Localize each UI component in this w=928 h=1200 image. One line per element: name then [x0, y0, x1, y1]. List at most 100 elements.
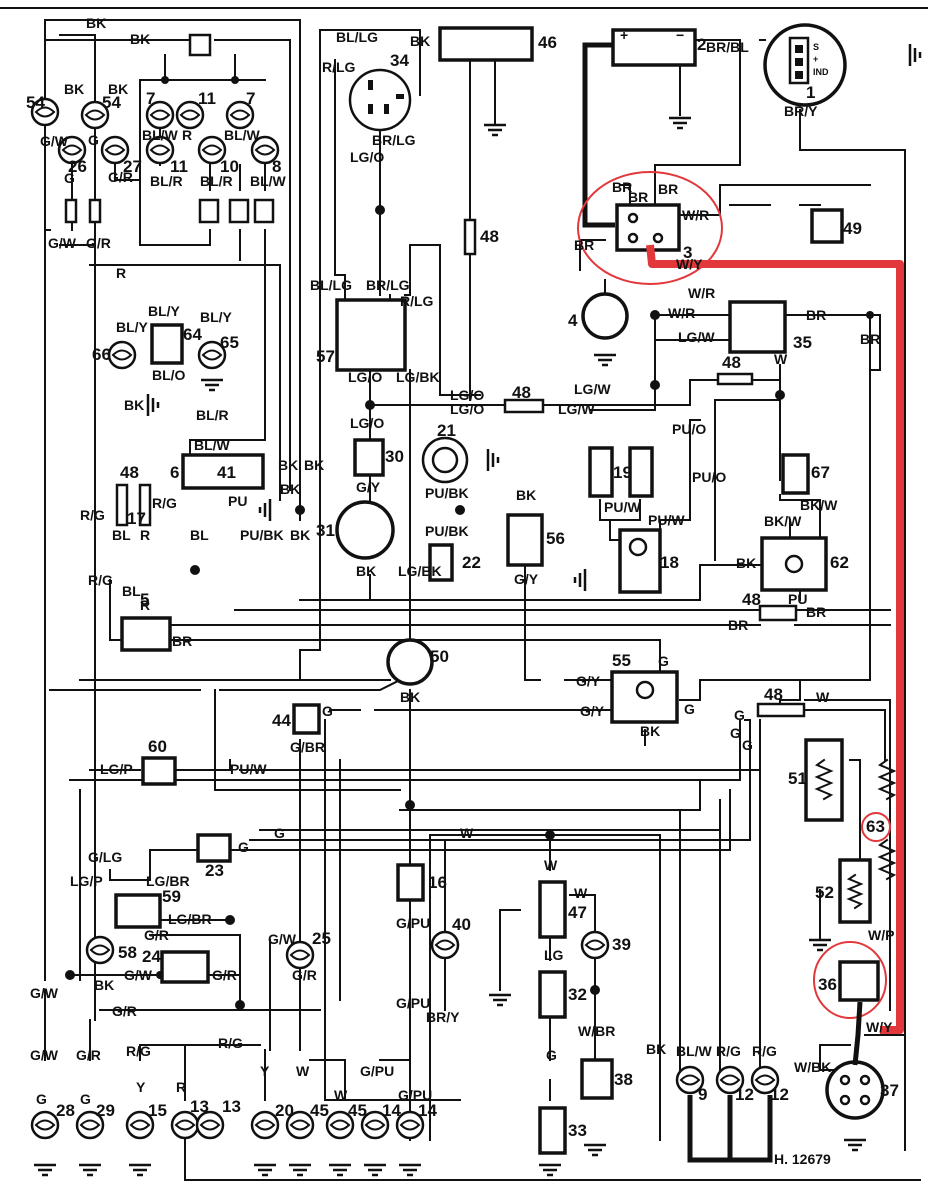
num-17: 17 — [127, 509, 146, 528]
component-67 — [781, 453, 810, 495]
highlight-circle-63 — [861, 812, 891, 842]
num-11a: 11 — [198, 89, 216, 108]
svg-text:BR: BR — [628, 189, 648, 205]
svg-text:BL/LG: BL/LG — [336, 29, 378, 45]
num-41: 41 — [217, 463, 236, 482]
component-56 — [506, 513, 544, 567]
svg-text:LG/O: LG/O — [348, 369, 382, 385]
num-45b: 45 — [348, 1101, 367, 1120]
num-29: 29 — [96, 1101, 115, 1120]
num-48e: 48 — [742, 590, 761, 609]
num-63: 63 — [866, 817, 885, 836]
svg-text:G: G — [658, 653, 669, 669]
svg-text:BL/Y: BL/Y — [116, 319, 149, 335]
svg-text:G/PU: G/PU — [396, 995, 430, 1011]
svg-text:BK: BK — [640, 723, 660, 739]
num-60: 60 — [148, 737, 167, 756]
lamp-20 — [250, 1110, 280, 1140]
component-60 — [141, 756, 177, 786]
lamp-7-left — [145, 100, 175, 130]
svg-text:R/G: R/G — [80, 507, 105, 523]
svg-text:R: R — [140, 597, 150, 613]
svg-text:BK: BK — [94, 977, 114, 993]
svg-text:BL/Y: BL/Y — [148, 303, 181, 319]
svg-text:W/R: W/R — [688, 285, 715, 301]
svg-text:BR: BR — [728, 617, 748, 633]
num-16: 16 — [428, 873, 447, 892]
component-37 — [825, 1060, 885, 1120]
svg-text:W: W — [574, 885, 588, 901]
lamp-14-left — [360, 1110, 390, 1140]
component-24 — [160, 950, 210, 984]
svg-text:G/Y: G/Y — [580, 703, 605, 719]
num-12a: 12 — [735, 1085, 754, 1104]
num-2: 2 — [697, 35, 706, 54]
svg-text:G/R: G/R — [86, 235, 111, 251]
svg-text:BR/Y: BR/Y — [784, 103, 818, 119]
lamp-26 — [57, 135, 87, 165]
svg-text:BK: BK — [516, 487, 536, 503]
num-44: 44 — [272, 711, 291, 730]
svg-text:BL/W: BL/W — [250, 173, 287, 189]
num-20: 20 — [275, 1101, 294, 1120]
num-39: 39 — [612, 935, 631, 954]
lamp-29 — [75, 1110, 105, 1140]
svg-text:BL/R: BL/R — [200, 173, 233, 189]
component-35 — [728, 300, 787, 354]
svg-text:G: G — [88, 132, 99, 148]
lamp-15 — [125, 1110, 155, 1140]
svg-text:−: − — [676, 27, 684, 43]
svg-text:BK: BK — [400, 689, 420, 705]
num-48f: 48 — [764, 685, 783, 704]
svg-text:BK: BK — [278, 457, 298, 473]
svg-text:R/G: R/G — [152, 495, 177, 511]
num-15: 15 — [148, 1101, 167, 1120]
svg-text:LG/W: LG/W — [574, 381, 611, 397]
connector-top — [188, 33, 212, 57]
num-62: 62 — [830, 553, 849, 572]
relay-57 — [335, 298, 407, 372]
svg-text:LG/P: LG/P — [100, 761, 133, 777]
num-9: 9 — [698, 1085, 707, 1104]
svg-text:BR: BR — [612, 179, 632, 195]
num-38: 38 — [614, 1070, 633, 1089]
num-14b: 14 — [418, 1101, 437, 1120]
svg-text:PU/O: PU/O — [672, 421, 706, 437]
svg-text:G/BR: G/BR — [290, 739, 325, 755]
num-48c: 48 — [722, 353, 741, 372]
svg-text:+: + — [620, 27, 628, 43]
svg-text:BK: BK — [64, 81, 84, 97]
svg-text:G: G — [274, 825, 285, 841]
starter-4 — [581, 292, 629, 340]
num-40: 40 — [452, 915, 471, 934]
svg-text:R/LG: R/LG — [400, 293, 434, 309]
lamp-9 — [675, 1065, 705, 1095]
svg-text:G/W: G/W — [268, 931, 297, 947]
num-58: 58 — [118, 943, 137, 962]
svg-text:G/PU: G/PU — [398, 1087, 432, 1103]
component-22 — [428, 543, 454, 582]
num-30: 30 — [385, 447, 404, 466]
svg-text:BK: BK — [108, 81, 128, 97]
svg-text:BL/W: BL/W — [194, 437, 231, 453]
svg-text:BL: BL — [112, 527, 131, 543]
num-13a: 13 — [190, 1097, 209, 1116]
svg-text:G/Y: G/Y — [514, 571, 539, 587]
highlight-annotations — [577, 171, 904, 1066]
svg-text:BR/LG: BR/LG — [366, 277, 410, 293]
num-47: 47 — [568, 903, 587, 922]
num-19: 19 — [613, 463, 632, 482]
svg-text:R: R — [116, 265, 126, 281]
motor-31 — [335, 500, 395, 560]
num-37: 37 — [880, 1081, 899, 1100]
svg-text:Y: Y — [136, 1079, 146, 1095]
num-56: 56 — [546, 529, 565, 548]
component-numbers: 1 2 3 4 5 6 7 7 8 9 10 11 11 12 12 13 13… — [26, 33, 899, 1140]
lamp-45-left — [285, 1110, 315, 1140]
svg-text:W: W — [296, 1063, 310, 1079]
svg-text:G: G — [734, 707, 745, 723]
svg-text:PU: PU — [228, 493, 247, 509]
num-31: 31 — [316, 521, 335, 540]
svg-text:BK/W: BK/W — [764, 513, 802, 529]
